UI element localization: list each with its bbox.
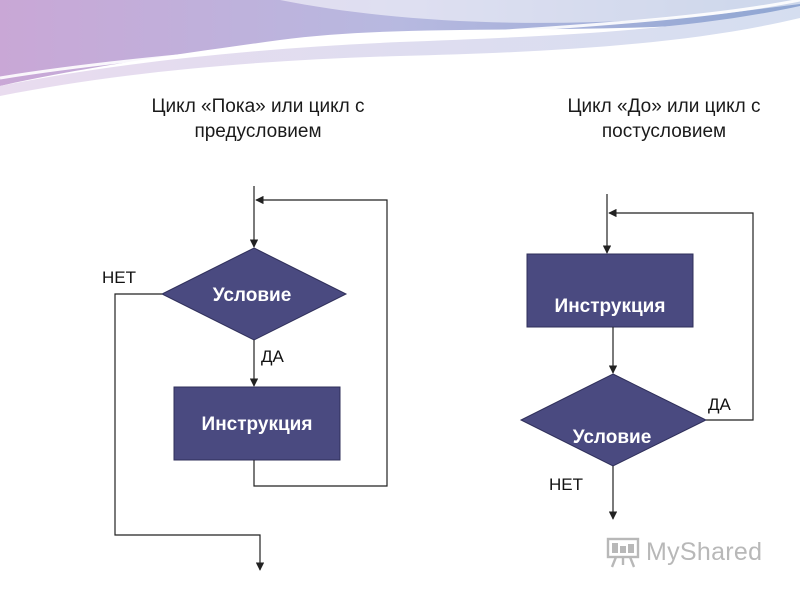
title-line: предусловием (194, 121, 322, 142)
title-line: постусловием (601, 121, 727, 142)
while-loop-title: Цикл «Пока» или цикл с предусловием (88, 94, 428, 144)
instruction-box (173, 386, 341, 461)
do-while-loop-title: Цикл «До» или цикл с постусловием (494, 94, 800, 144)
condition-label: Условие (573, 427, 652, 448)
yes-label: ДА (708, 395, 732, 414)
no-label: НЕТ (102, 268, 136, 287)
title-line: Цикл «Пока» или цикл с (151, 96, 365, 117)
instruction-label: Инструкция (555, 296, 666, 317)
no-label: НЕТ (549, 475, 583, 494)
instruction-label: Инструкция (202, 414, 313, 435)
loop-back-line (253, 195, 388, 487)
yes-loop-back-line (608, 208, 754, 421)
instruction-box (526, 253, 694, 328)
no-exit-line (114, 293, 265, 571)
header-decoration (0, 0, 800, 96)
while-loop-flowchart: Условие Инструкция НЕТ ДА (102, 186, 388, 571)
yes-label: ДА (261, 347, 285, 366)
myshared-watermark: MyShared (606, 536, 762, 568)
watermark-text: MyShared (646, 537, 763, 566)
condition-diamond (519, 373, 708, 467)
do-while-loop-flowchart: Инструкция Условие ДА НЕТ (519, 194, 754, 520)
title-line: Цикл «До» или цикл с (567, 96, 761, 117)
presentation-board-icon (606, 537, 640, 568)
condition-label: Условие (213, 285, 292, 306)
